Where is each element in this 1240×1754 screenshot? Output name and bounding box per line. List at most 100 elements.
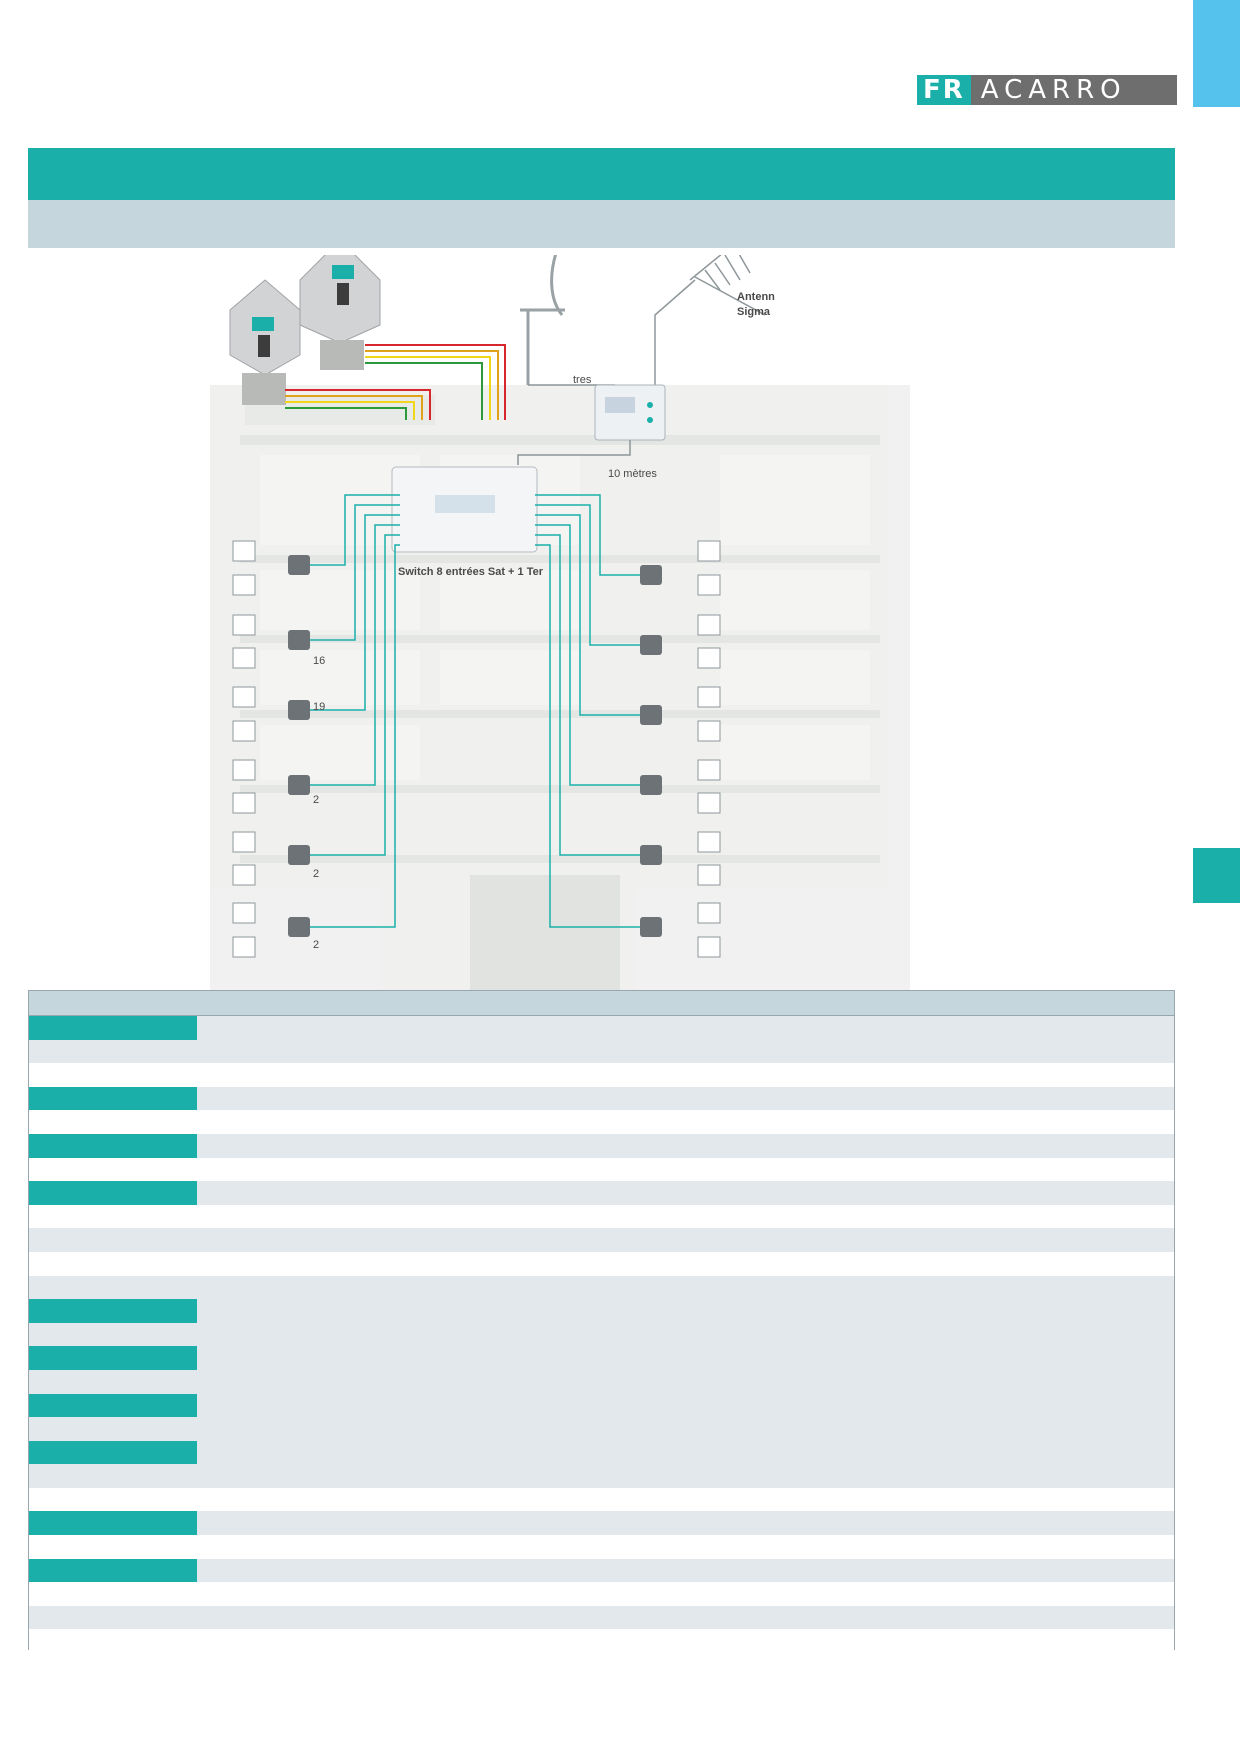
table-row-value [197,1535,1174,1559]
label-10-metres: 10 mètres [608,468,657,480]
table-row-value [197,1369,1174,1394]
table-row [29,1063,1174,1087]
table-row [29,1346,1174,1370]
table-row-value [197,1228,1174,1252]
table-row-value [197,1605,1174,1630]
table-row [29,1228,1174,1252]
label-19: 19 [313,701,325,713]
table-row [29,1110,1174,1134]
amplifier-icon [594,384,666,441]
table-row-value [197,1393,1174,1418]
table-row-key [29,1322,197,1347]
logo-prefix: FR [917,75,971,105]
table-row [29,1535,1174,1559]
table-row-key [29,1487,197,1512]
table-header [29,991,1174,1016]
table-row-key [29,1157,197,1182]
table-row-key [29,1063,197,1087]
table-row [29,1016,1174,1040]
table-row-key [29,1251,197,1276]
table-row-value [197,1157,1174,1182]
label-switch: Switch 8 entrées Sat + 1 Ter [398,566,544,578]
table-row-value [197,1322,1174,1347]
label-2-a: 2 [313,794,319,806]
table-row [29,1251,1174,1276]
label-2-b: 2 [313,868,319,880]
table-row-key [29,1133,197,1158]
table-row [29,1086,1174,1111]
table-row-key [29,1440,197,1465]
wall-sockets-right [697,540,721,958]
table-row-key [29,1417,197,1441]
table-row-key [29,1228,197,1252]
table-row [29,1369,1174,1394]
label-antenna-1: Antenn [737,291,775,303]
table-row-key [29,1275,197,1300]
table-row [29,1133,1174,1158]
table-row-key [29,1016,197,1040]
table-row-key [29,1299,197,1323]
table-row [29,1558,1174,1583]
table-row-key [29,1110,197,1134]
label-metres-top: tres [573,374,592,386]
table-row-key [29,1582,197,1606]
splitters-right [640,565,662,937]
table-row-value [197,1181,1174,1205]
table-row-value [197,1133,1174,1158]
fm-antenna-icon [520,255,615,386]
lnb-cables [285,344,506,420]
table-row-key [29,1558,197,1583]
side-tab-mid [1193,848,1240,903]
installation-diagram: tres Antenn Sigma 10 mètres Switch 8 ent… [210,255,910,990]
table-body [29,1016,1174,1654]
table-row-key [29,1535,197,1559]
table-row-value [197,1275,1174,1300]
table-row [29,1299,1174,1323]
satellite-dish-right-icon [299,255,381,370]
table-row [29,1322,1174,1347]
table-row-value [197,1016,1174,1040]
table-row [29,1204,1174,1229]
table-row [29,1582,1174,1606]
table-row-value [197,1204,1174,1229]
satellite-dish-left-icon [229,279,301,405]
table-row [29,1440,1174,1465]
table-row [29,1487,1174,1512]
table-row-key [29,1086,197,1111]
table-row [29,1039,1174,1064]
table-row-key [29,1629,197,1654]
distribution-cables [310,494,640,928]
table-row-key [29,1181,197,1205]
table-row [29,1629,1174,1654]
table-row-value [197,1251,1174,1276]
table-row-value [197,1110,1174,1134]
fracarro-logo: FR ACARRO [917,75,1177,105]
table-row-key [29,1039,197,1064]
table-row-value [197,1629,1174,1654]
label-2-c: 2 [313,939,319,951]
table-row-value [197,1511,1174,1536]
wall-sockets-left [232,540,256,958]
table-row-value [197,1417,1174,1441]
table-row [29,1605,1174,1630]
table-row-key [29,1346,197,1370]
table-row-value [197,1299,1174,1323]
table-row-value [197,1063,1174,1087]
table-row-key [29,1511,197,1536]
table-row [29,1464,1174,1488]
splitters-left [288,555,310,937]
sub-header-band [28,200,1175,248]
table-row [29,1181,1174,1205]
multiswitch-icon [391,466,538,553]
table-row [29,1393,1174,1418]
table-row-key [29,1204,197,1229]
table-row-value [197,1582,1174,1606]
logo-suffix: ACARRO [970,75,1177,105]
table-row-value [197,1558,1174,1583]
table-row [29,1417,1174,1441]
table-row [29,1275,1174,1300]
table-row-value [197,1346,1174,1370]
table-row-value [197,1039,1174,1064]
table-row [29,1157,1174,1182]
table-row-value [197,1487,1174,1512]
